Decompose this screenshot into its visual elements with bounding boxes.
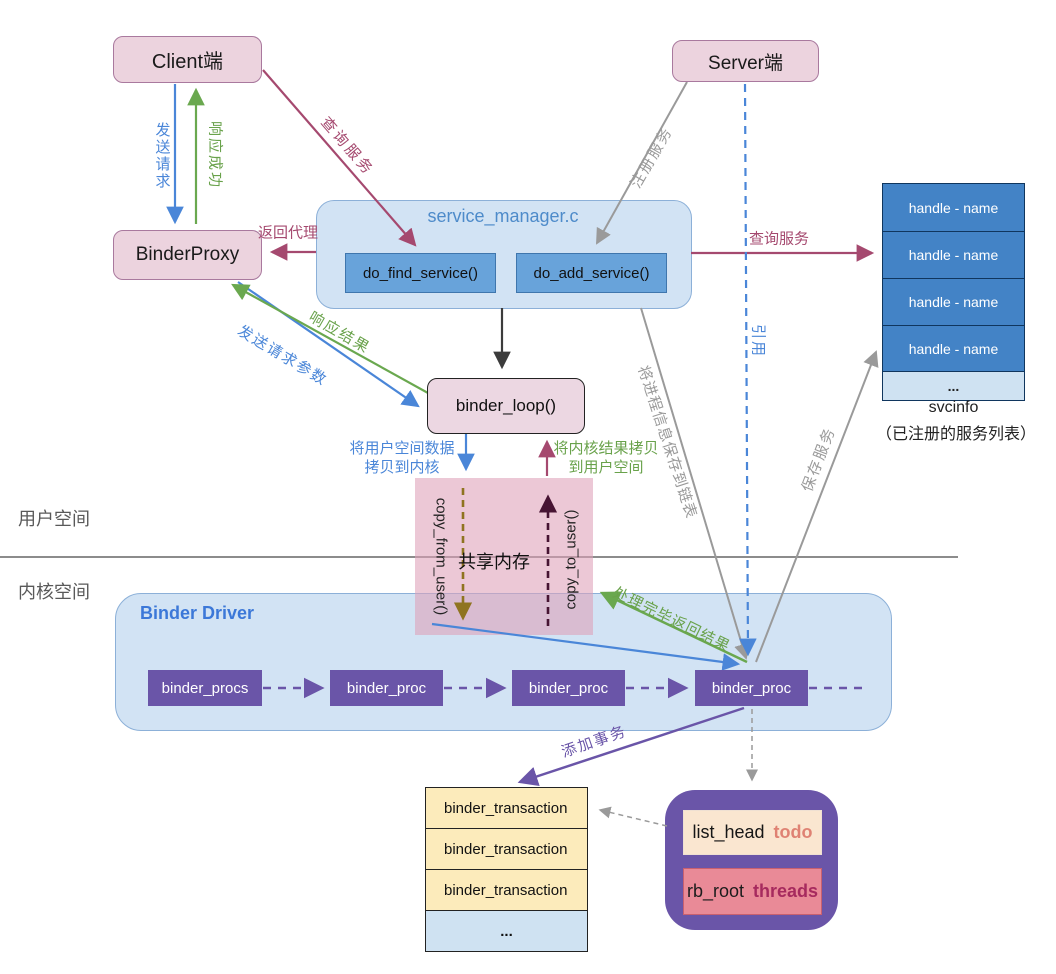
edge-label-copy-to-kernel: 将用户空间数据拷贝到内核 [349, 440, 455, 476]
svcinfo-caption: svcinfo [928, 399, 979, 416]
kernel-space-label: 内核空间 [18, 582, 90, 602]
svcinfo-row: handle - name [882, 279, 1025, 326]
do-add-service-box: do_add_service() [516, 253, 667, 293]
edge-label-reference: 引用 [749, 323, 767, 359]
list-head-label: list_head [692, 822, 765, 842]
binder-driver-title: Binder Driver [140, 603, 255, 623]
svcinfo-row: handle - name [882, 232, 1025, 279]
shared-memory-box [415, 478, 593, 635]
edge-label-response-success: 响应成功 [206, 120, 224, 190]
svcinfo-row: handle - name [882, 326, 1025, 372]
threads-label: threads [753, 881, 819, 901]
transaction-row-ellipsis: ... [425, 911, 588, 952]
shared-memory-label: 共享内存 [458, 552, 530, 572]
rb-root-label: rb_root [686, 881, 744, 901]
todo-label: todo [773, 822, 813, 842]
rb-root-threads-row: rb_root threads [683, 868, 822, 915]
user-space-label: 用户空间 [18, 509, 90, 529]
copy-to-user-label: copy_to_user() [562, 509, 580, 610]
copy-from-user-label: copy_from_user() [432, 497, 450, 616]
service-manager-title: service_manager.c [427, 206, 579, 226]
binder-proxy-node: BinderProxy [113, 230, 262, 280]
binder-procs-box: binder_procs [148, 670, 262, 706]
edge-label-save-service: 保存服务 [798, 424, 840, 495]
list-head-todo-row: list_head todo [683, 810, 822, 855]
binder-loop-node: binder_loop() [427, 378, 585, 434]
edge-label-copy-to-user-space: 将内核结果拷贝到用户空间 [553, 440, 659, 476]
transactions-table: binder_transaction binder_transaction bi… [425, 787, 588, 952]
transaction-row: binder_transaction [425, 829, 588, 870]
svcinfo-table: handle - name handle - name handle - nam… [882, 183, 1025, 401]
transaction-row: binder_transaction [425, 870, 588, 911]
edge-label-send-request: 发送请求 [153, 122, 171, 190]
transaction-row: binder_transaction [425, 787, 588, 829]
binder-proc-box: binder_proc [512, 670, 625, 706]
client-node: Client端 [113, 36, 262, 83]
edge-label-return-proxy: 返回代理 [257, 224, 319, 242]
svcinfo-row-ellipsis: ... [882, 372, 1025, 401]
server-node: Server端 [672, 40, 819, 82]
edge-label-query-service-svcinfo: 查询服务 [748, 230, 810, 248]
binder-proc-box: binder_proc [330, 670, 443, 706]
binder-proc-box: binder_proc [695, 670, 808, 706]
edge-label-register-service: 注册服务 [627, 123, 677, 192]
edge-label-query-service: 查询服务 [317, 113, 378, 180]
do-find-service-box: do_find_service() [345, 253, 496, 293]
svcinfo-row: handle - name [882, 183, 1025, 232]
proc-detail-box: list_head todo rb_root threads [665, 790, 838, 930]
svcinfo-caption-sub: （已注册的服务列表） [875, 426, 1036, 443]
edge-label-response-result: 响应结果 [305, 308, 374, 358]
